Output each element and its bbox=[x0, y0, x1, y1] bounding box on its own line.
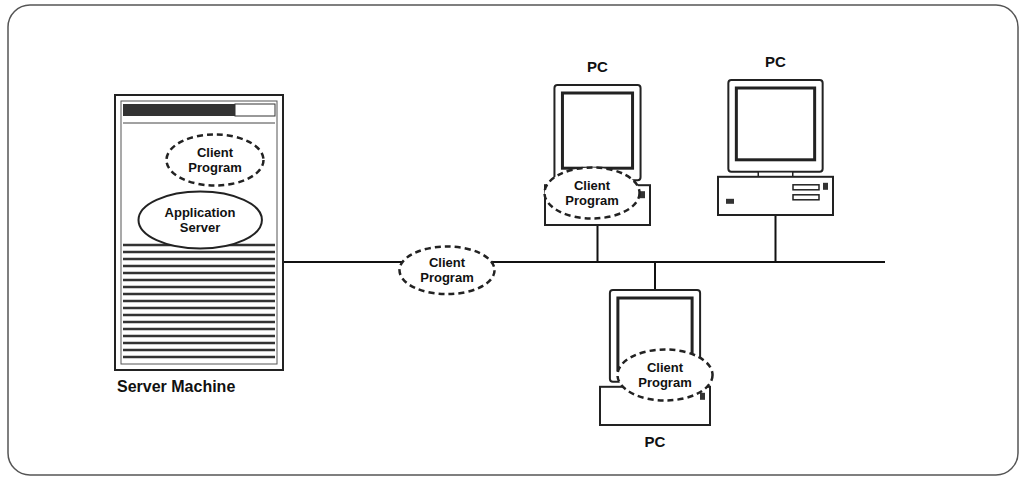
program-ellipse: Client Program bbox=[165, 133, 265, 187]
outer-frame bbox=[8, 5, 1018, 475]
program-label: Client Program bbox=[416, 255, 478, 285]
program-ellipse: Client Program bbox=[398, 245, 496, 296]
computer-drawing bbox=[718, 80, 833, 215]
program-ellipse: Client Program bbox=[616, 348, 714, 402]
pc-computer: PC bbox=[718, 80, 833, 215]
program-label: Client Program bbox=[634, 360, 696, 390]
program-ellipse: Application Server bbox=[137, 190, 263, 250]
network-connector bbox=[283, 215, 776, 262]
pc-label: PC bbox=[600, 433, 710, 450]
machine-label: Server Machine bbox=[117, 378, 235, 396]
program-ellipse: Client Program bbox=[543, 166, 641, 220]
program-label: Client Program bbox=[561, 178, 623, 208]
program-label: Client Program bbox=[184, 145, 246, 175]
program-label: Application Server bbox=[159, 205, 241, 235]
pc-label: PC bbox=[718, 53, 833, 70]
network-bus bbox=[770, 261, 885, 263]
pc-computer: PCClient Program bbox=[545, 85, 650, 225]
server-machine: Server MachineClient ProgramApplication … bbox=[115, 95, 283, 370]
pc-label: PC bbox=[545, 58, 650, 75]
pc-computer: PCClient Program bbox=[600, 290, 710, 425]
